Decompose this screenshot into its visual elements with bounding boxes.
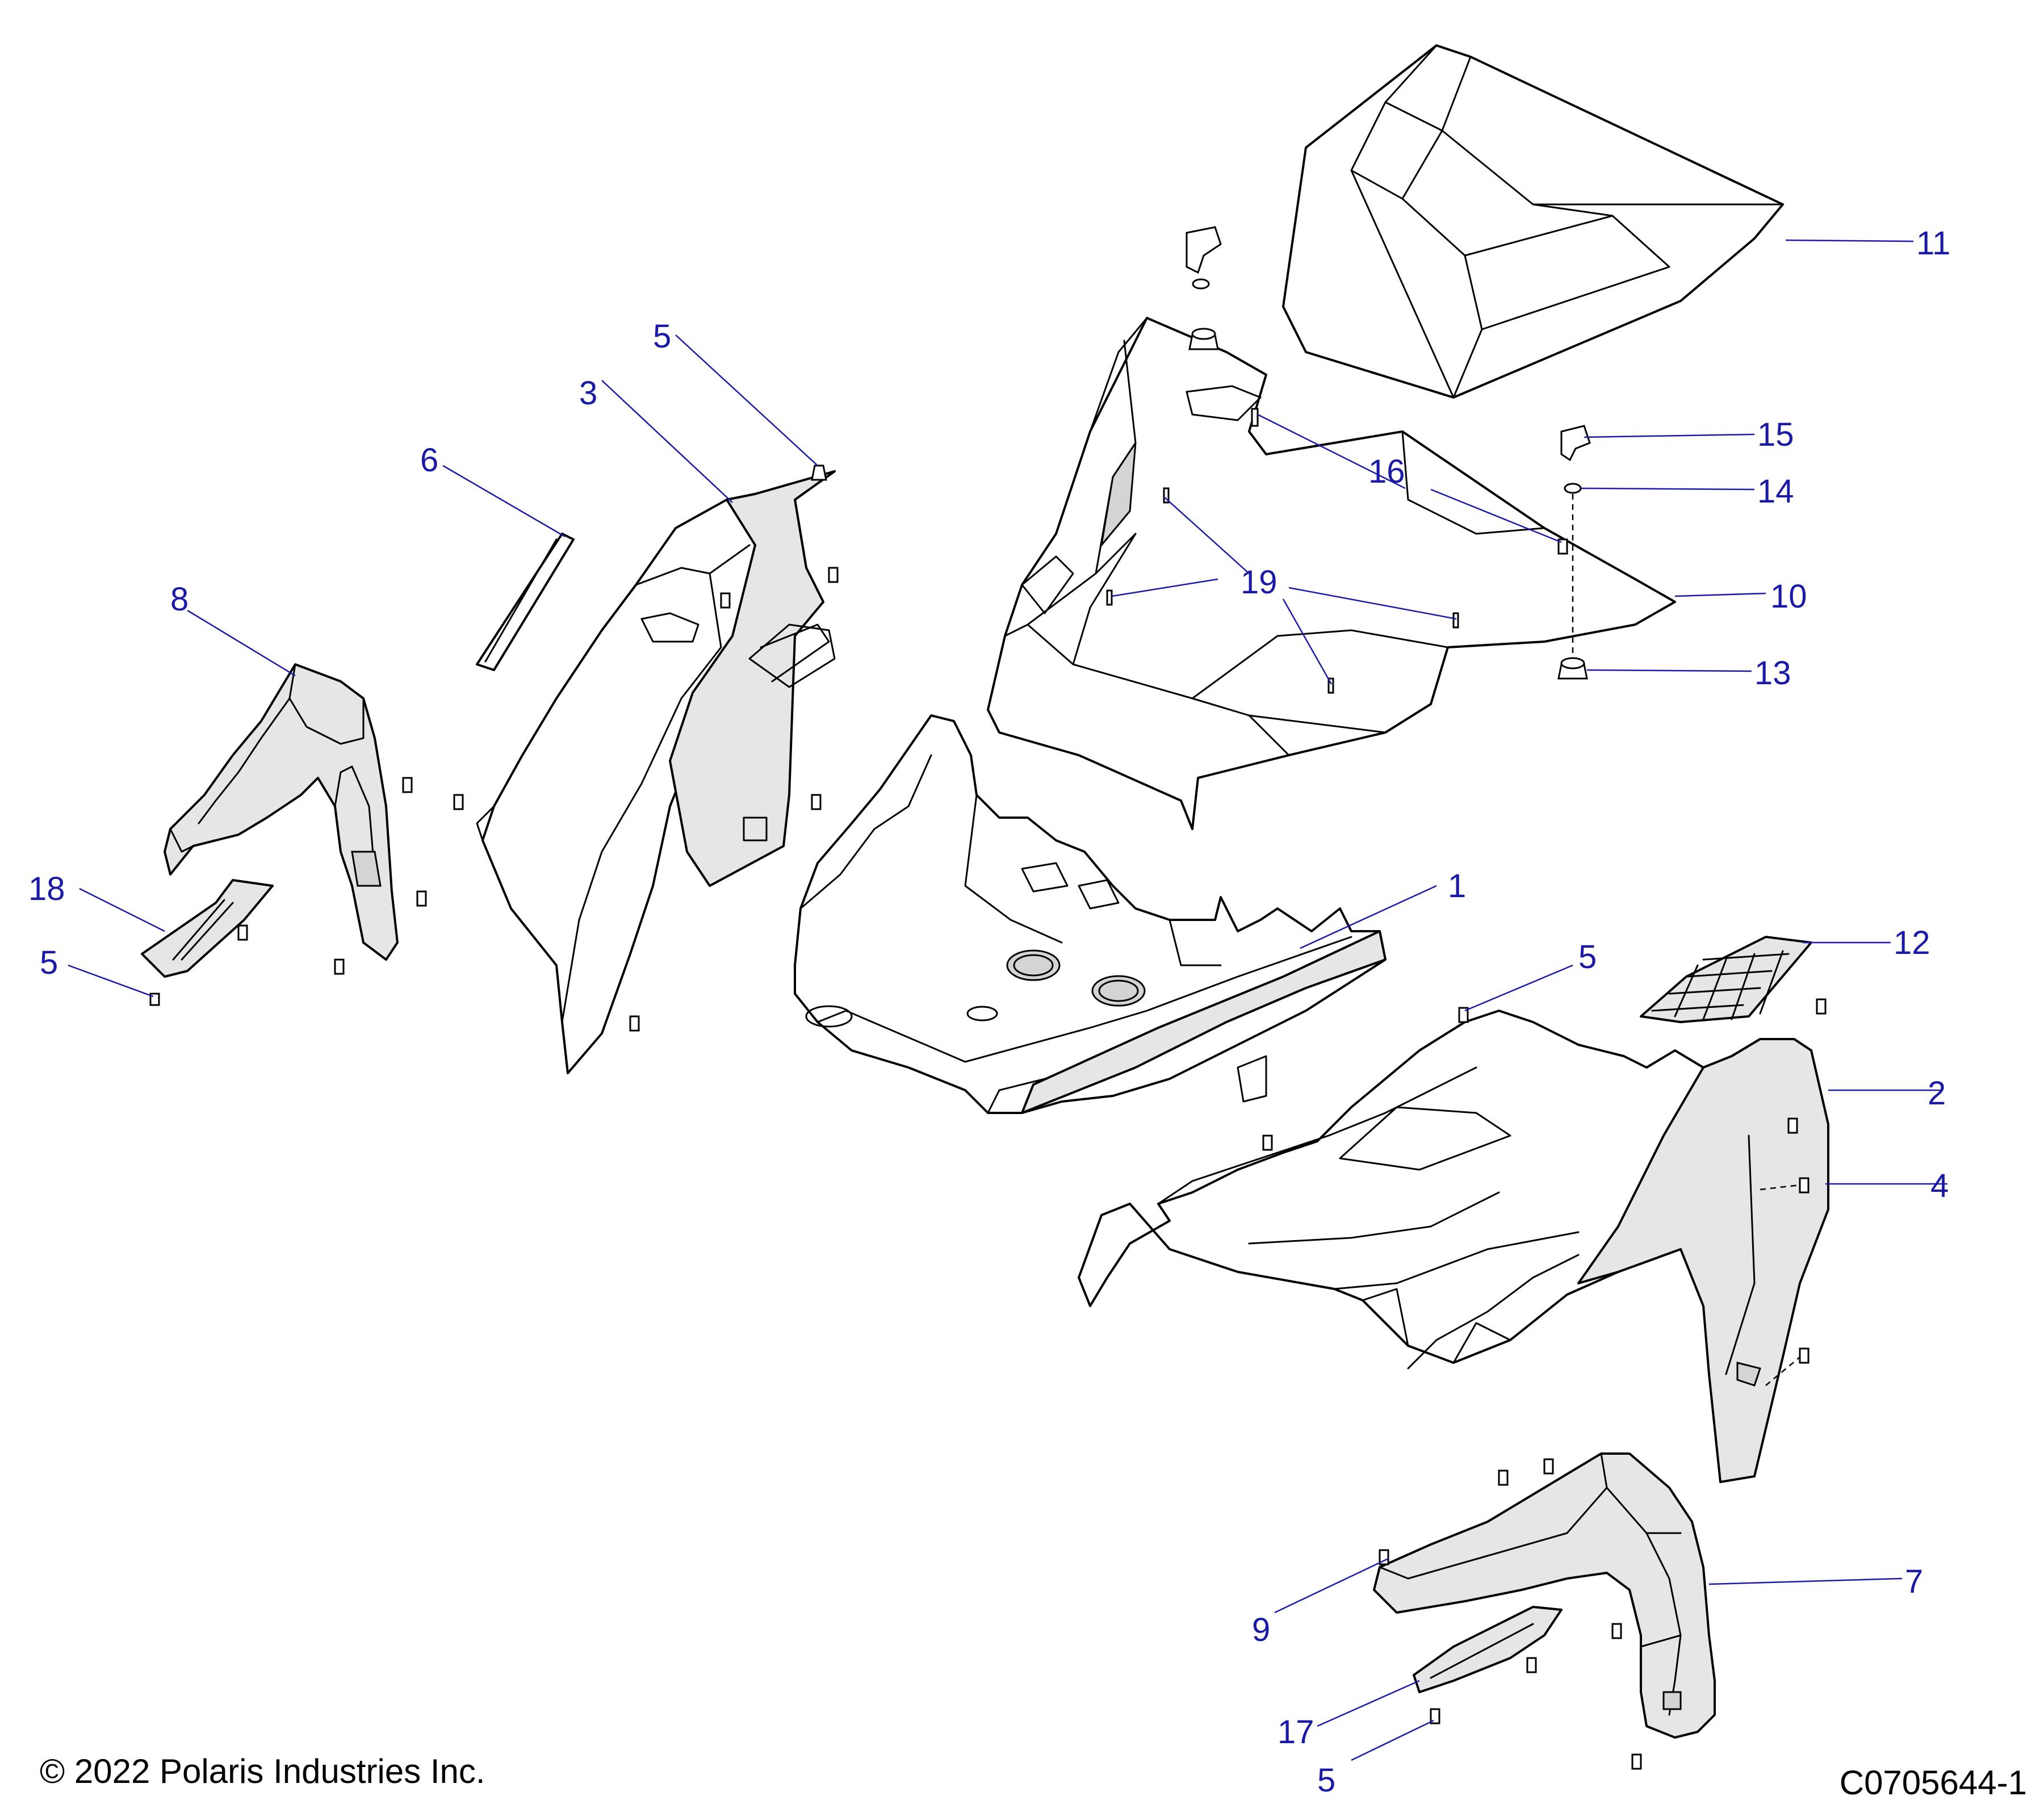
leader-8 [187,609,296,677]
callout-14: 14 [1757,473,1794,510]
callout-16: 16 [1368,453,1405,490]
callout-5-top: 5 [653,318,671,355]
callout-11: 11 [1916,225,1950,262]
callout-13: 13 [1754,655,1791,692]
callout-18: 18 [28,870,65,907]
callout-5-bottom: 5 [1317,1762,1335,1799]
callout-15: 15 [1757,416,1794,453]
part-8-left-fender [164,663,399,961]
leader-lines [68,239,1947,1761]
leader-19c [1282,598,1333,685]
callout-1: 1 [1448,868,1466,905]
leader-14 [1581,487,1755,491]
part-7-right-fender [1373,1452,1716,1739]
leader-16b [1430,488,1562,543]
leader-5-bottom [1351,1719,1434,1761]
part-6-trim-strip [476,533,575,671]
callout-5-left: 5 [40,944,58,981]
drawing-number: C0705644-1 [1839,1764,2027,1802]
leader-16 [1257,413,1406,489]
part-11-hood [1282,44,1784,399]
callouts: 11 15 14 10 13 16 19 5 3 6 8 18 5 1 5 12… [28,225,1950,1799]
hardware [149,226,1827,1770]
leader-19a [1111,578,1218,597]
callout-6: 6 [420,442,438,479]
leader-19b [1163,496,1250,574]
leader-5-top [675,334,818,466]
callout-17: 17 [1278,1714,1314,1751]
leader-13 [1586,669,1752,672]
callout-3: 3 [579,375,597,412]
leader-10 [1674,592,1766,597]
callout-7: 7 [1905,1563,1923,1600]
part-1-floor-tub [794,714,1387,1114]
callout-8: 8 [170,581,189,618]
part-2-right-panel [1078,1010,1829,1483]
leader-6 [442,464,566,538]
callout-12: 12 [1894,924,1930,961]
leader-3 [601,380,733,503]
callout-9: 9 [1252,1611,1270,1648]
part-18-step-plate [141,879,274,978]
callout-5-mid: 5 [1578,939,1597,976]
part-12-grille [1640,936,1812,1023]
leader-11 [1785,239,1914,242]
leader-15 [1584,433,1755,438]
leader-18 [79,887,165,932]
leader-7 [1708,1577,1903,1585]
leader-5-mid [1464,964,1573,1012]
callout-19: 19 [1241,564,1278,601]
part-17-rear-trim [1413,1606,1563,1693]
part-3-left-panel [476,470,836,1074]
leader-17 [1317,1680,1420,1727]
callout-10: 10 [1770,578,1807,615]
part-10-dash-panel [987,317,1676,830]
leader-9 [1274,1558,1389,1614]
callout-4: 4 [1930,1167,1949,1204]
leader-5-left [68,964,154,998]
leader-1 [1300,885,1437,949]
leader-19d [1288,587,1457,620]
copyright-notice: © 2022 Polaris Industries Inc. [40,1752,485,1790]
callout-2: 2 [1928,1075,1946,1112]
